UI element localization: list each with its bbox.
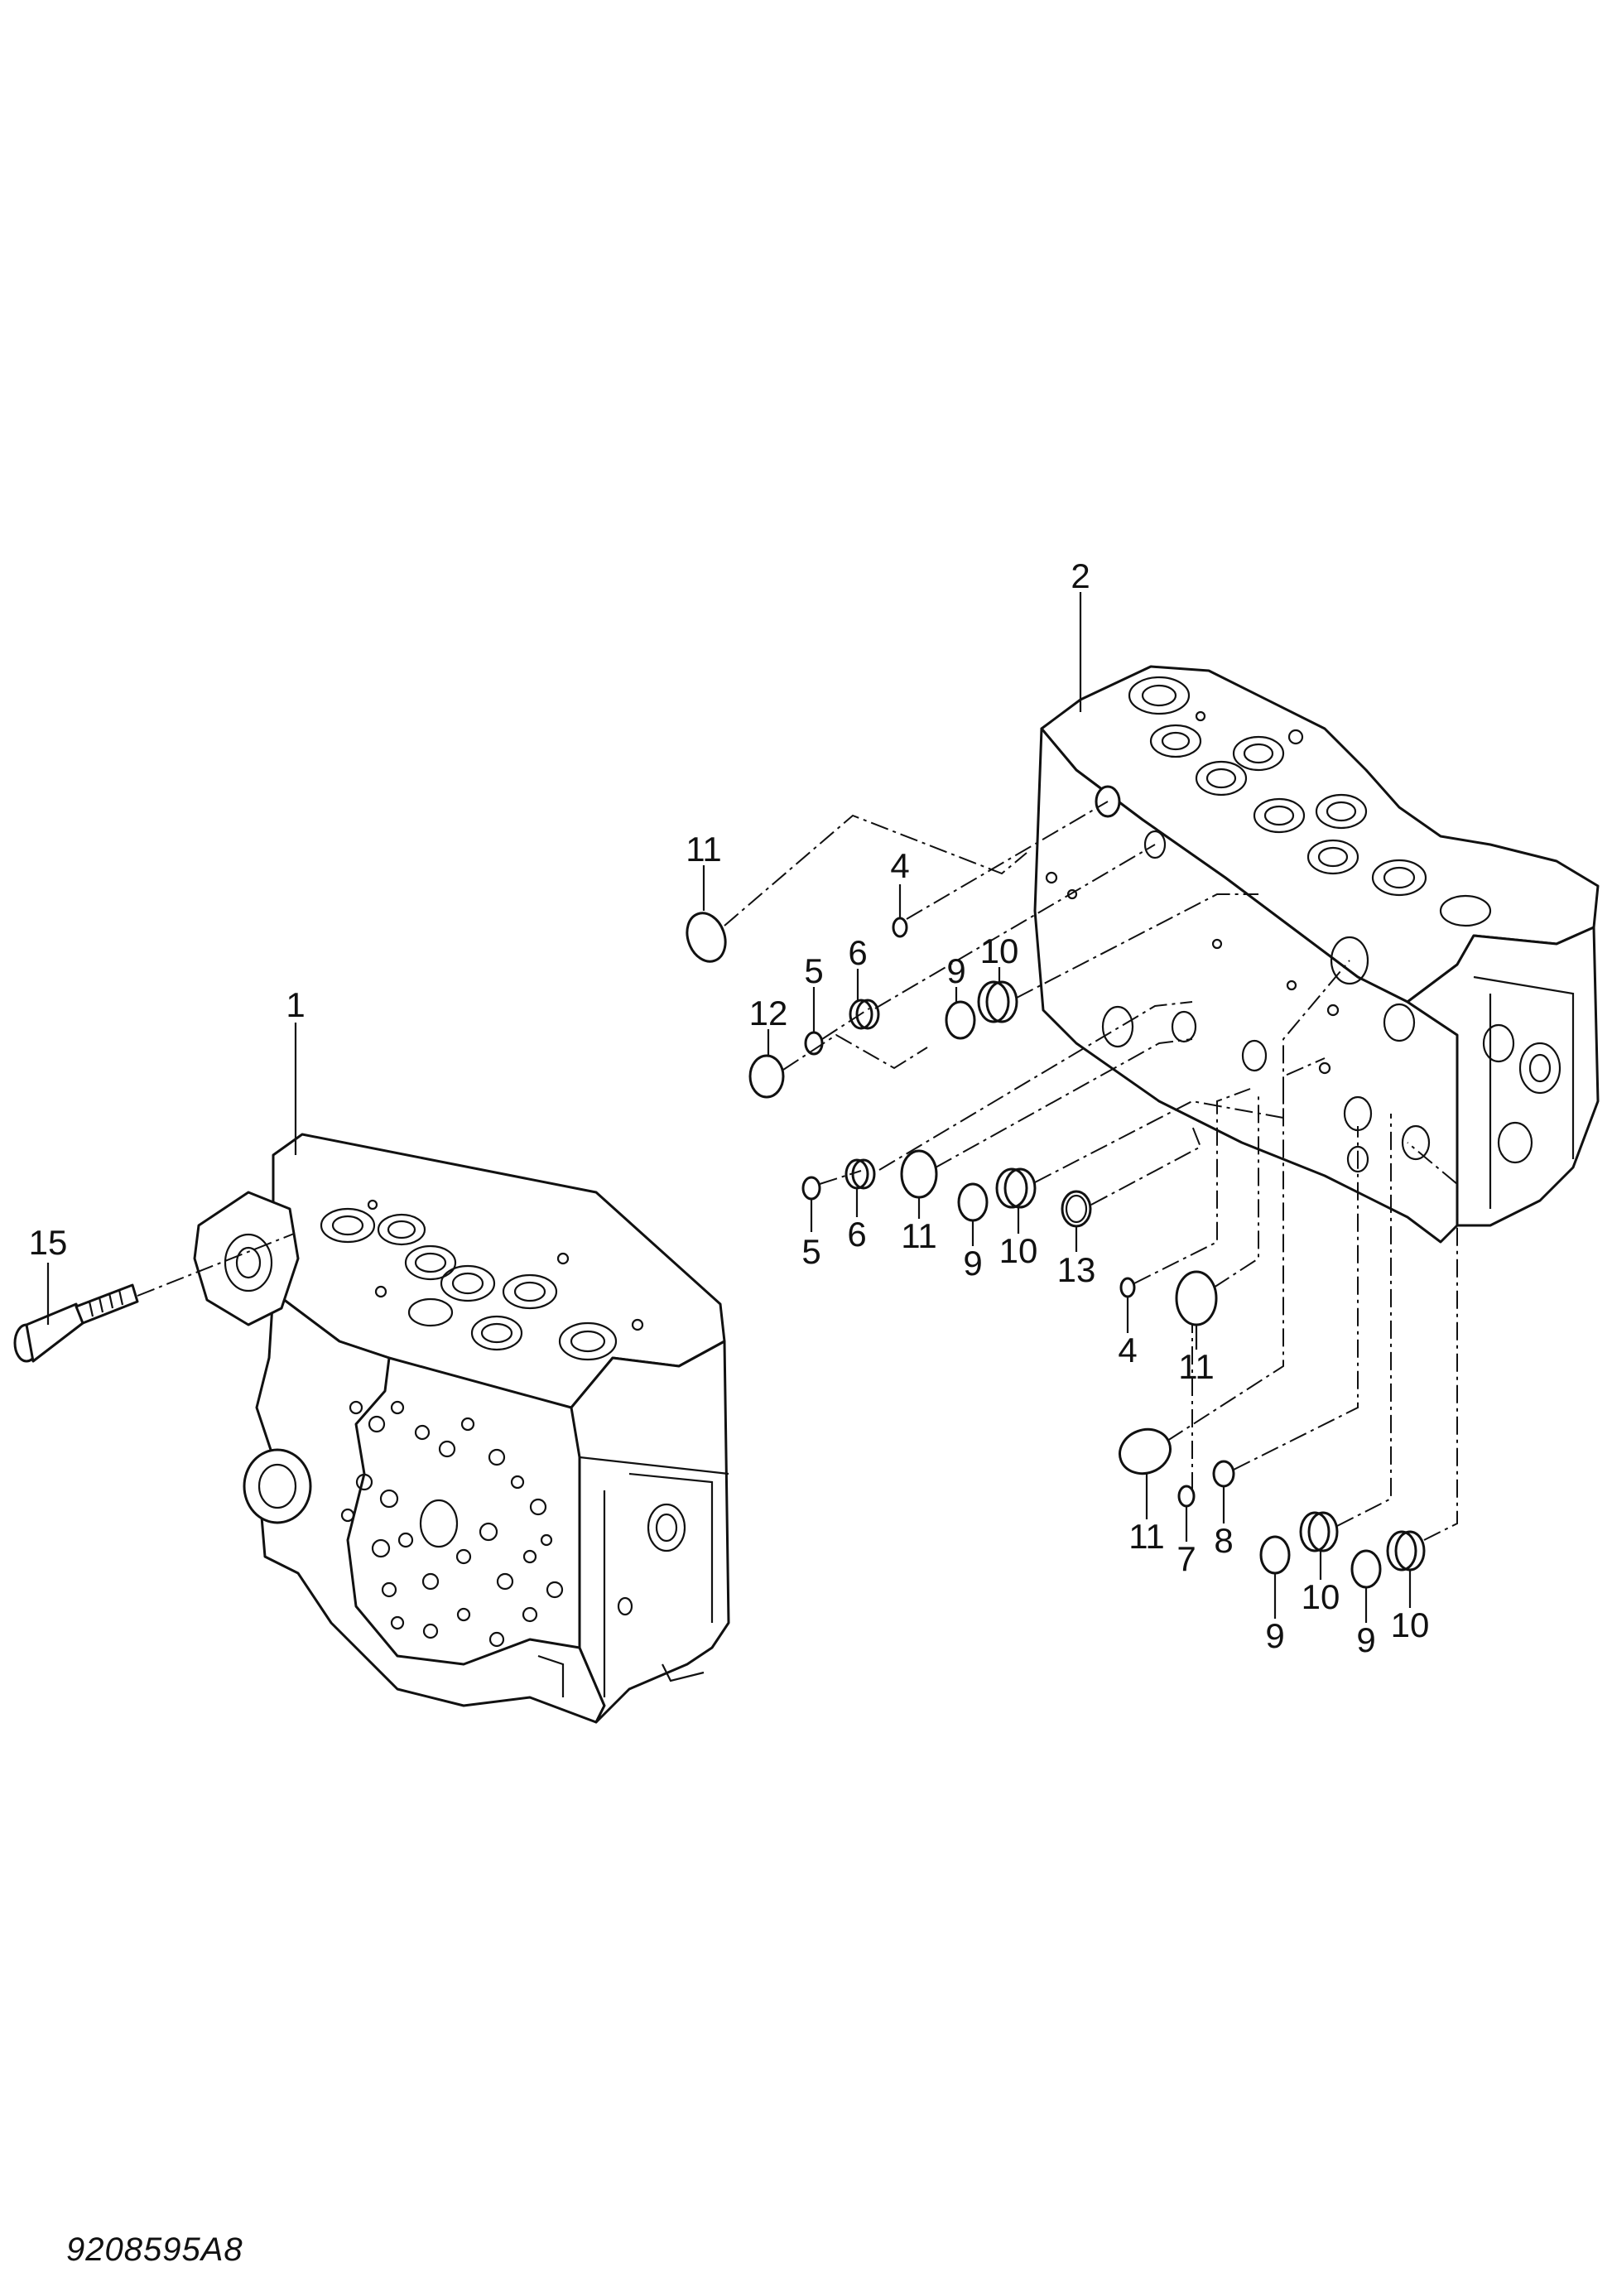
valve-housing-2	[1033, 665, 1600, 1244]
callout-part-11: 11	[901, 1216, 937, 1255]
callout-part-7: 7	[1177, 1539, 1196, 1578]
callout-part-5: 5	[801, 1232, 820, 1271]
callout-part-4: 4	[890, 846, 909, 885]
seal-rings	[686, 912, 1426, 1589]
drawing-code-label: 9208595A8	[66, 2231, 243, 2268]
callout-labels: 1 2 15 11 4 6 5 9 10 12 5 6 11 9 10 13 4…	[29, 556, 1430, 1659]
callout-part-10: 10	[1302, 1577, 1340, 1616]
callout-part-13: 13	[1057, 1250, 1096, 1289]
callout-part-12: 12	[749, 994, 788, 1032]
callout-part-1: 1	[286, 985, 305, 1024]
callout-part-11: 11	[686, 830, 722, 869]
valve-housing-1	[193, 1133, 730, 1724]
callout-part-11: 11	[1128, 1517, 1165, 1556]
callout-part-9: 9	[946, 951, 965, 990]
callout-part-4: 4	[1118, 1331, 1137, 1369]
callout-part-9: 9	[1265, 1616, 1284, 1655]
callout-part-9: 9	[1356, 1620, 1375, 1659]
callout-part-10: 10	[980, 931, 1019, 970]
callout-part-10: 10	[1391, 1605, 1430, 1644]
callout-part-9: 9	[963, 1244, 982, 1283]
callout-part-10: 10	[999, 1231, 1038, 1270]
callout-part-5: 5	[804, 951, 823, 990]
callout-part-8: 8	[1214, 1521, 1233, 1560]
callout-part-6: 6	[847, 1215, 866, 1254]
bolt-15	[13, 1233, 295, 1363]
callout-part-2: 2	[1071, 556, 1090, 595]
leader-lines	[46, 592, 1412, 1623]
callout-part-6: 6	[848, 933, 867, 972]
assembly-lines	[724, 801, 1458, 1541]
callout-part-11: 11	[1178, 1347, 1215, 1386]
callout-part-15: 15	[29, 1223, 68, 1262]
